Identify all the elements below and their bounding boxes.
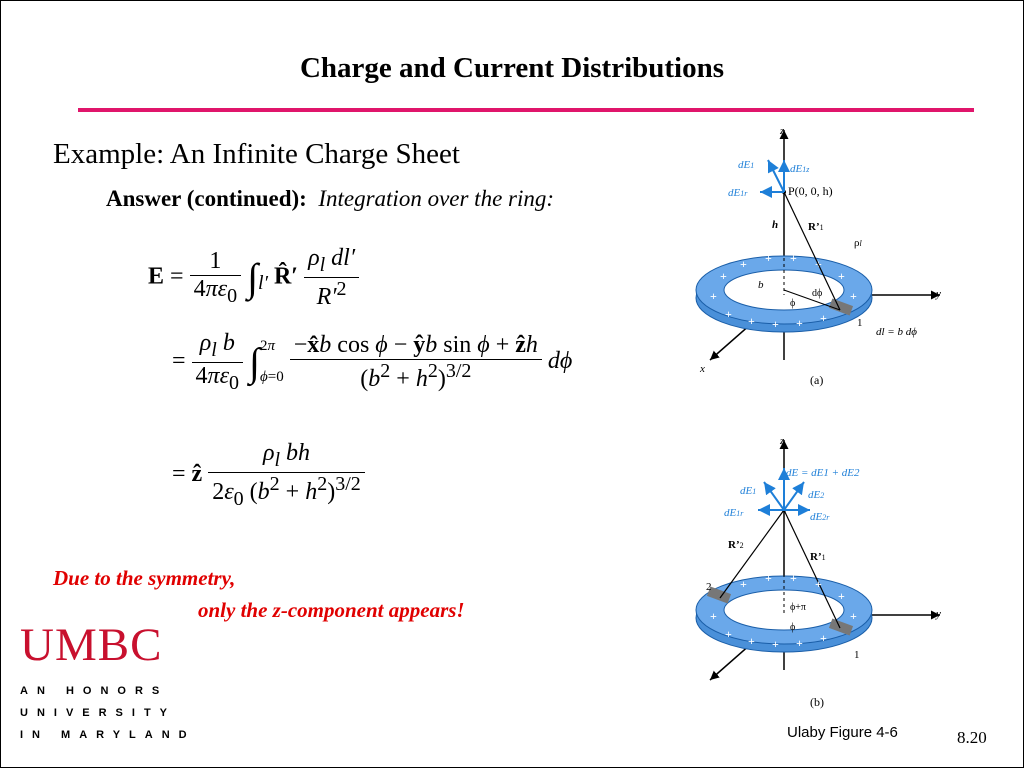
svg-text:b: b (758, 279, 764, 291)
svg-text:dϕ: dϕ (812, 288, 822, 299)
umbc-tagline-2: UNIVERSITY (20, 707, 177, 719)
svg-text:y: y (935, 608, 941, 620)
dE-sum-label: dE = dE1 + dE2 (786, 467, 860, 479)
svg-text:+: + (796, 636, 803, 650)
dl-label: dl = b dϕ (876, 326, 917, 338)
svg-text:+: + (850, 609, 857, 623)
svg-text:dE1: dE1 (740, 485, 756, 497)
svg-text:dE2r: dE2r (810, 511, 830, 523)
slide-title: Charge and Current Distributions (299, 52, 725, 84)
svg-text:+: + (710, 609, 717, 623)
svg-text:dE1z: dE1z (790, 163, 810, 175)
figure-b-label: (b) (810, 695, 824, 709)
svg-text:y: y (935, 288, 941, 300)
svg-text:R’2: R’2 (728, 539, 744, 551)
ring-figure: z y x +++ +++ ++ +++ ++ b dϕ ϕ 1 dl = b … (695, 125, 941, 709)
answer-line: Answer (continued): Integration over the… (106, 186, 554, 212)
svg-text:+: + (720, 269, 727, 283)
umbc-logo: UMBC AN HONORS UNIVERSITY IN MARYLAND (20, 619, 196, 742)
svg-text:+: + (838, 589, 845, 603)
point-label: P(0, 0, h) (788, 184, 833, 198)
svg-text:+: + (740, 577, 747, 591)
svg-text:dE2: dE2 (808, 489, 824, 501)
svg-text:+: + (815, 577, 822, 591)
svg-text:1: 1 (857, 317, 863, 329)
svg-text:+: + (820, 631, 827, 645)
svg-text:+: + (790, 571, 797, 585)
svg-text:+: + (740, 257, 747, 271)
umbc-tagline-3: IN MARYLAND (20, 729, 196, 741)
svg-text:+: + (710, 289, 717, 303)
svg-text:+: + (725, 627, 732, 641)
svg-text:dE1r: dE1r (724, 507, 744, 519)
svg-text:+: + (820, 311, 827, 325)
svg-text:+: + (838, 269, 845, 283)
figure-b: z y + + + + + + + + + + + + ϕ+π ϕ 2 1 R’2 R’1 d… (695, 435, 941, 709)
answer-label: Answer (continued): (106, 186, 307, 211)
svg-text:ϕ+π: ϕ+π (790, 602, 806, 613)
example-heading: Example: An Infinite Charge Sheet (53, 138, 460, 170)
answer-text: Integration over the ring: (318, 186, 555, 211)
svg-text:+: + (790, 251, 797, 265)
svg-text:z: z (779, 125, 785, 137)
umbc-wordmark: UMBC (20, 619, 163, 671)
svg-text:x: x (699, 363, 705, 375)
svg-text:+: + (772, 317, 779, 331)
svg-text:+: + (796, 316, 803, 330)
svg-text:1: 1 (854, 649, 860, 661)
figure-a-label: (a) (810, 373, 823, 387)
note-line-1: Due to the symmetry, (53, 566, 236, 590)
svg-text:dE1: dE1 (738, 159, 754, 171)
note-line-2: only the z-component appears! (198, 598, 465, 622)
svg-text:+: + (725, 307, 732, 321)
svg-text:+: + (748, 634, 755, 648)
figure-caption: Ulaby Figure 4-6 (787, 724, 898, 741)
svg-text:2: 2 (706, 581, 712, 593)
svg-text:+: + (850, 289, 857, 303)
svg-text:z: z (779, 435, 785, 447)
svg-text:+: + (765, 571, 772, 585)
title-divider (78, 108, 974, 112)
umbc-tagline-1: AN HONORS (20, 685, 169, 697)
svg-text:ϕ: ϕ (790, 622, 795, 633)
svg-text:R’1: R’1 (810, 551, 826, 563)
svg-text:+: + (748, 314, 755, 328)
svg-text:dE1r: dE1r (728, 187, 748, 199)
svg-text:h: h (772, 219, 778, 231)
figure-a: z y x +++ +++ ++ +++ ++ b dϕ ϕ 1 dl = b … (695, 125, 941, 387)
svg-text:ρl: ρl (854, 237, 863, 249)
svg-text:ϕ: ϕ (790, 298, 795, 309)
svg-text:+: + (772, 637, 779, 651)
page-number: 8.20 (957, 728, 987, 747)
svg-text:R’1: R’1 (808, 221, 824, 233)
svg-text:+: + (765, 251, 772, 265)
